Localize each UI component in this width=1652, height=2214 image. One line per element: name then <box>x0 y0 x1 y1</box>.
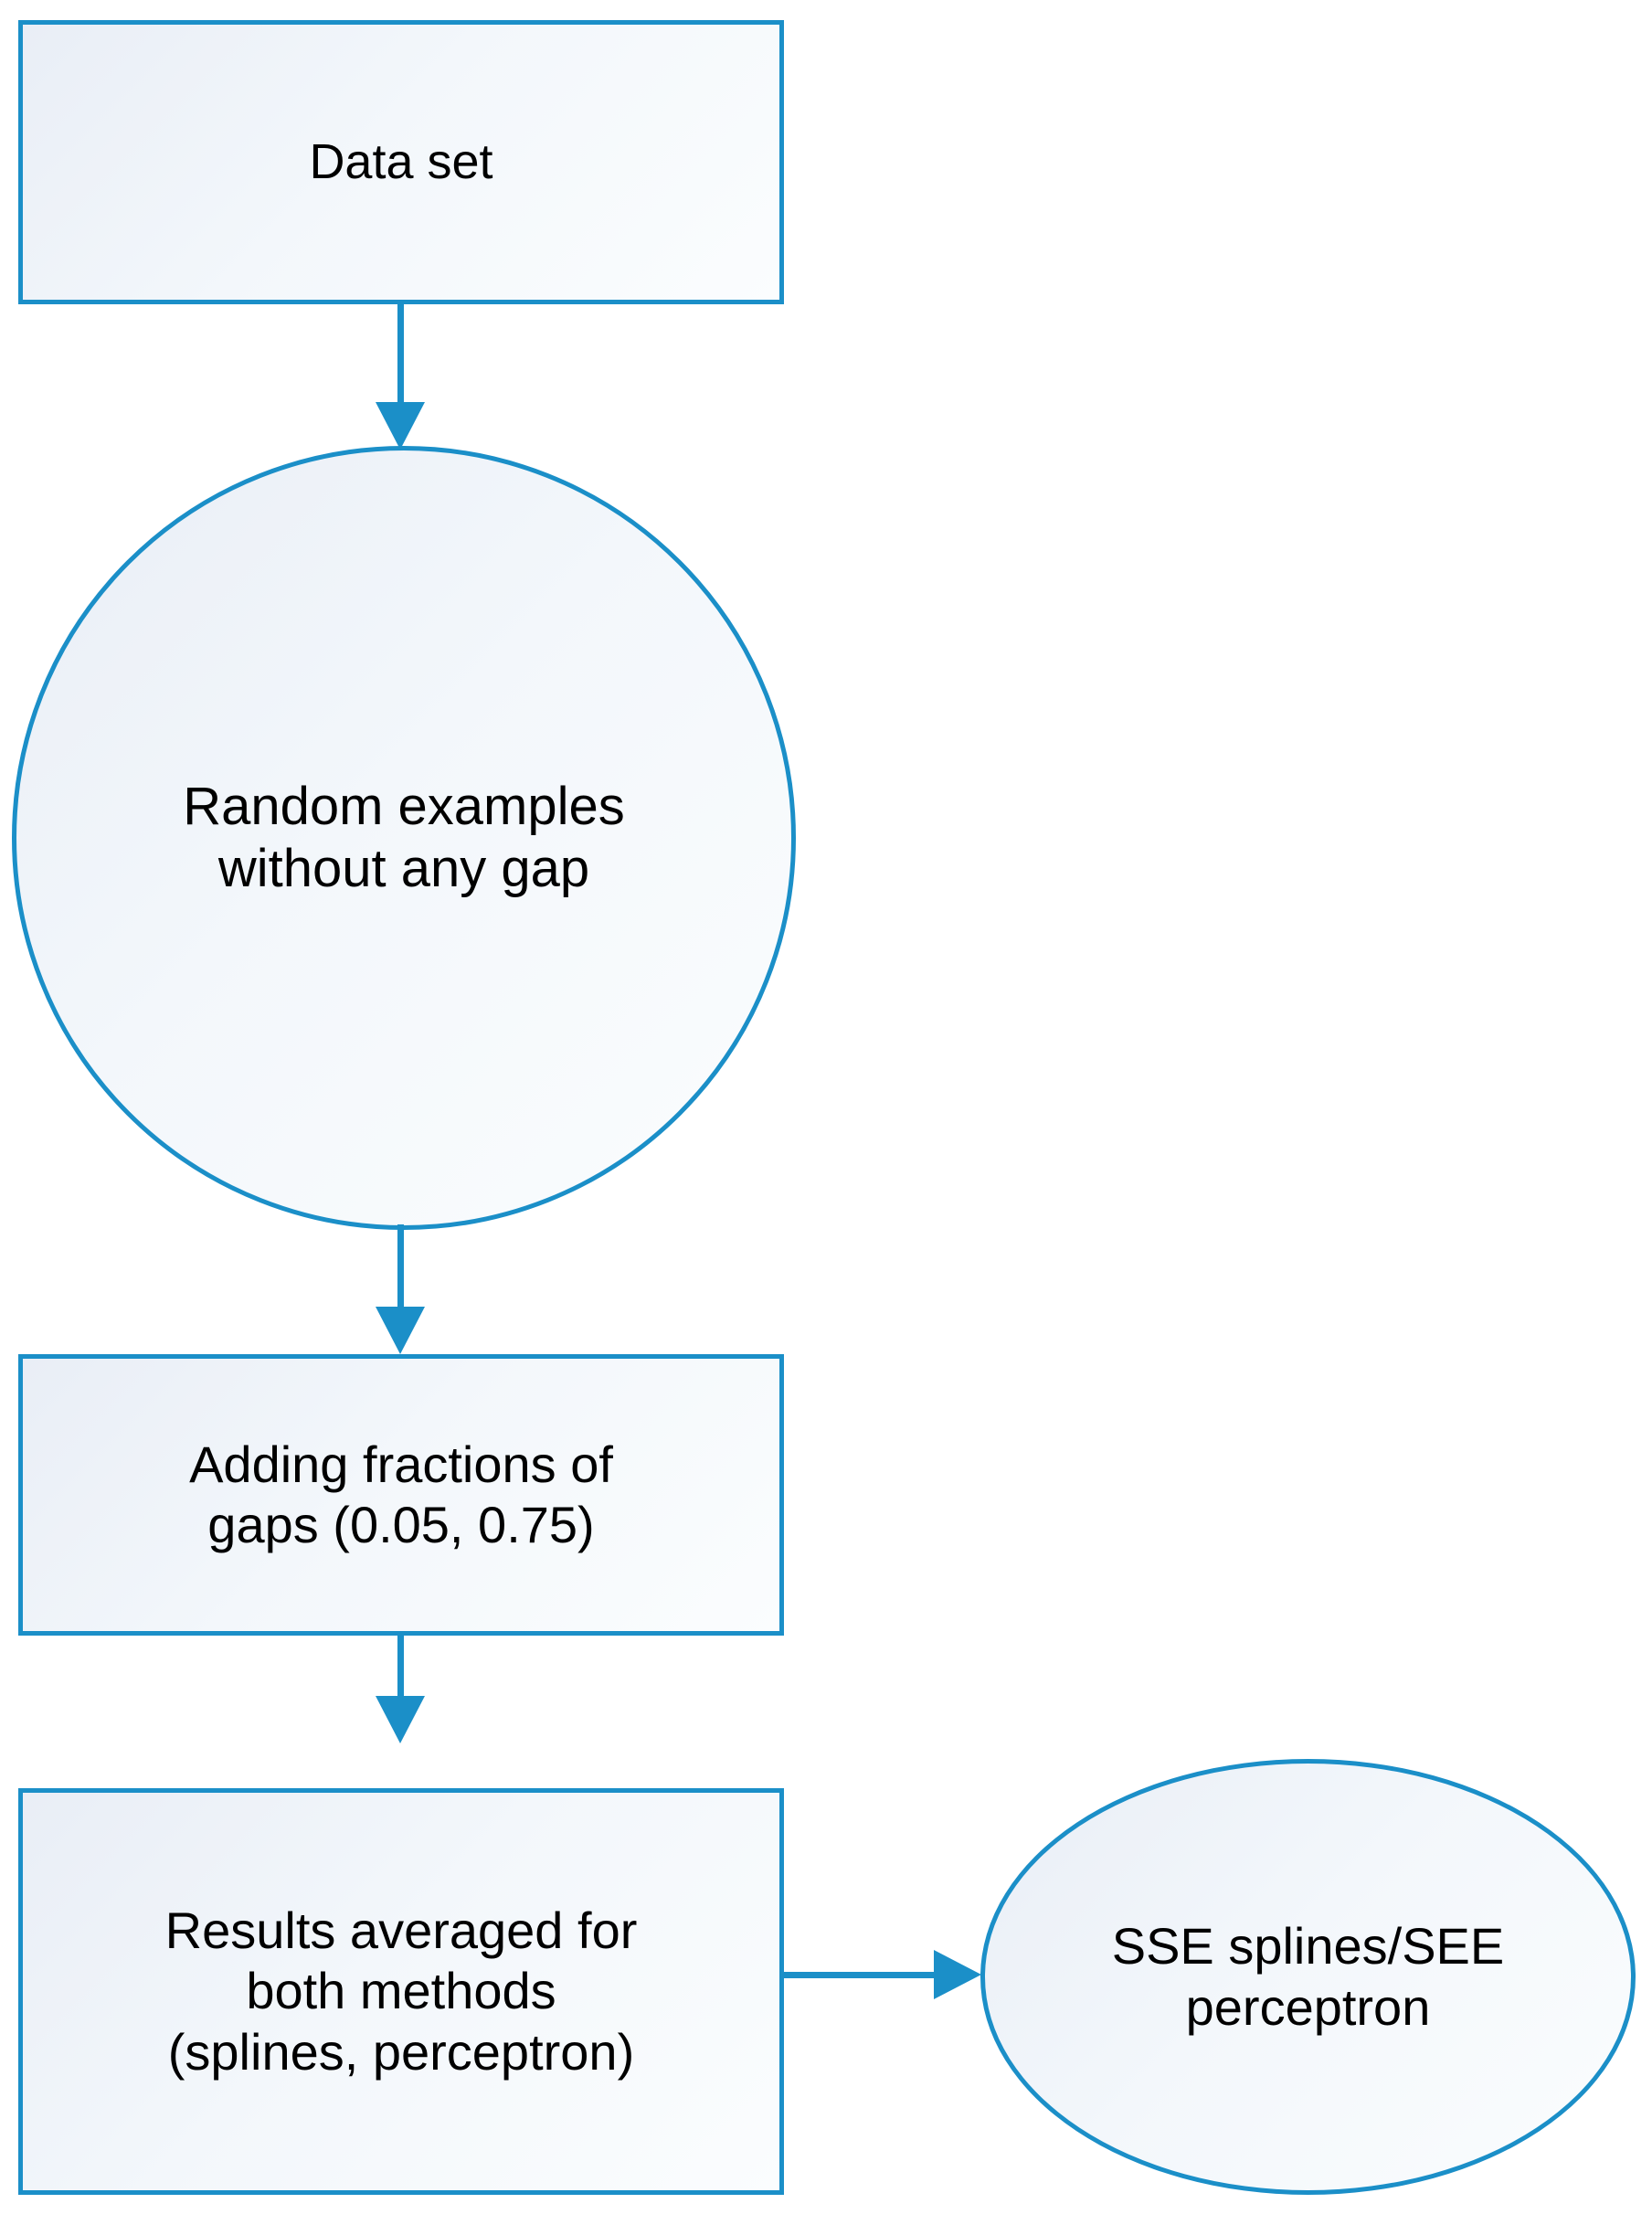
node-sse-splines-see-perceptron[interactable]: SSE splines/SEE perceptron <box>980 1759 1636 2195</box>
edge-dataset-to-random-line <box>397 304 404 405</box>
node-data-set-label: Data set <box>309 133 493 189</box>
arrow-right-icon <box>934 1950 981 1999</box>
edge-results-to-sse-line <box>784 1972 937 1978</box>
node-random-examples-label: Random examples without any gap <box>183 776 625 898</box>
node-adding-fractions-label: Adding fractions of gaps (0.05, 0.75) <box>189 1435 613 1553</box>
arrow-down-icon <box>376 1307 425 1354</box>
edge-random-to-adding-line <box>397 1224 404 1309</box>
node-sse-splines-see-perceptron-label: SSE splines/SEE perceptron <box>1111 1917 1505 2036</box>
node-adding-fractions[interactable]: Adding fractions of gaps (0.05, 0.75) <box>18 1354 784 1636</box>
node-random-examples[interactable]: Random examples without any gap <box>12 446 796 1230</box>
node-results-averaged-label: Results averaged for both methods (splin… <box>164 1901 638 2081</box>
arrow-down-icon <box>376 1696 425 1743</box>
node-data-set[interactable]: Data set <box>18 20 784 304</box>
arrow-down-icon <box>376 402 425 450</box>
node-results-averaged[interactable]: Results averaged for both methods (splin… <box>18 1788 784 2195</box>
edge-adding-to-results-line <box>397 1636 404 1699</box>
